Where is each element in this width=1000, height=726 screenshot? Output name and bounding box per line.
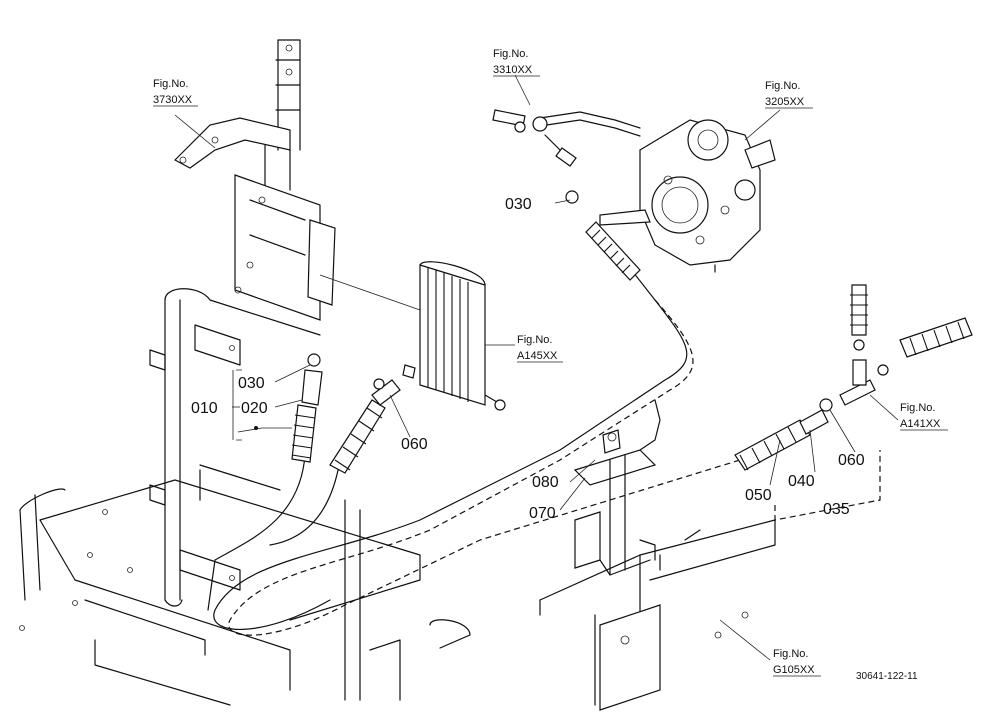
part-label-020: 020 — [241, 400, 268, 417]
part-label-050: 050 — [745, 487, 772, 504]
figure-ref-g105[interactable]: Fig.No. G105XX — [773, 648, 821, 677]
svg-text:A141XX: A141XX — [900, 418, 941, 430]
figure-ref-a141[interactable]: Fig.No. A141XX — [900, 402, 948, 431]
figure-ref-a145[interactable]: Fig.No. A145XX — [517, 334, 563, 363]
svg-text:3310XX: 3310XX — [493, 64, 533, 76]
svg-text:Fig.No.: Fig.No. — [773, 648, 808, 660]
figure-ref-3310[interactable]: Fig.No. 3310XX — [493, 48, 540, 77]
figure-ref-3730[interactable]: Fig.No. 3730XX — [153, 78, 198, 107]
part-label-080: 080 — [532, 474, 559, 491]
oil-cooler — [319, 261, 506, 411]
part-label-060-right: 060 — [838, 452, 865, 469]
throttle-cables — [207, 229, 741, 636]
svg-text:A145XX: A145XX — [517, 350, 558, 362]
svg-text:Fig.No.: Fig.No. — [493, 48, 528, 60]
injection-pump — [599, 119, 776, 273]
pedal-bracket-assembly — [19, 39, 471, 706]
svg-text:Fig.No.: Fig.No. — [517, 334, 552, 346]
figure-ref-3205[interactable]: Fig.No. 3205XX — [765, 80, 813, 109]
part-label-010: 010 — [191, 400, 218, 417]
right-frame — [539, 519, 776, 711]
svg-text:3730XX: 3730XX — [153, 94, 193, 106]
part-label-030-top: 030 — [505, 196, 532, 213]
part-label-060-left: 060 — [401, 436, 428, 453]
part-label-030-left: 030 — [238, 375, 265, 392]
cable-bracket — [573, 399, 661, 576]
svg-text:Fig.No.: Fig.No. — [765, 80, 800, 92]
drawing-code: 30641-122-11 — [856, 671, 918, 682]
part-label-070: 070 — [529, 505, 556, 522]
fuel-pipe — [492, 109, 641, 167]
spring-assemblies — [291, 221, 973, 474]
part-label-040: 040 — [788, 473, 815, 490]
svg-text:Fig.No.: Fig.No. — [153, 78, 188, 90]
clips — [307, 121, 579, 390]
svg-text:G105XX: G105XX — [773, 664, 815, 676]
svg-text:3205XX: 3205XX — [765, 96, 805, 108]
leader-lines — [174, 74, 899, 661]
part-label-035: 035 — [823, 501, 850, 518]
svg-text:Fig.No.: Fig.No. — [900, 402, 935, 414]
